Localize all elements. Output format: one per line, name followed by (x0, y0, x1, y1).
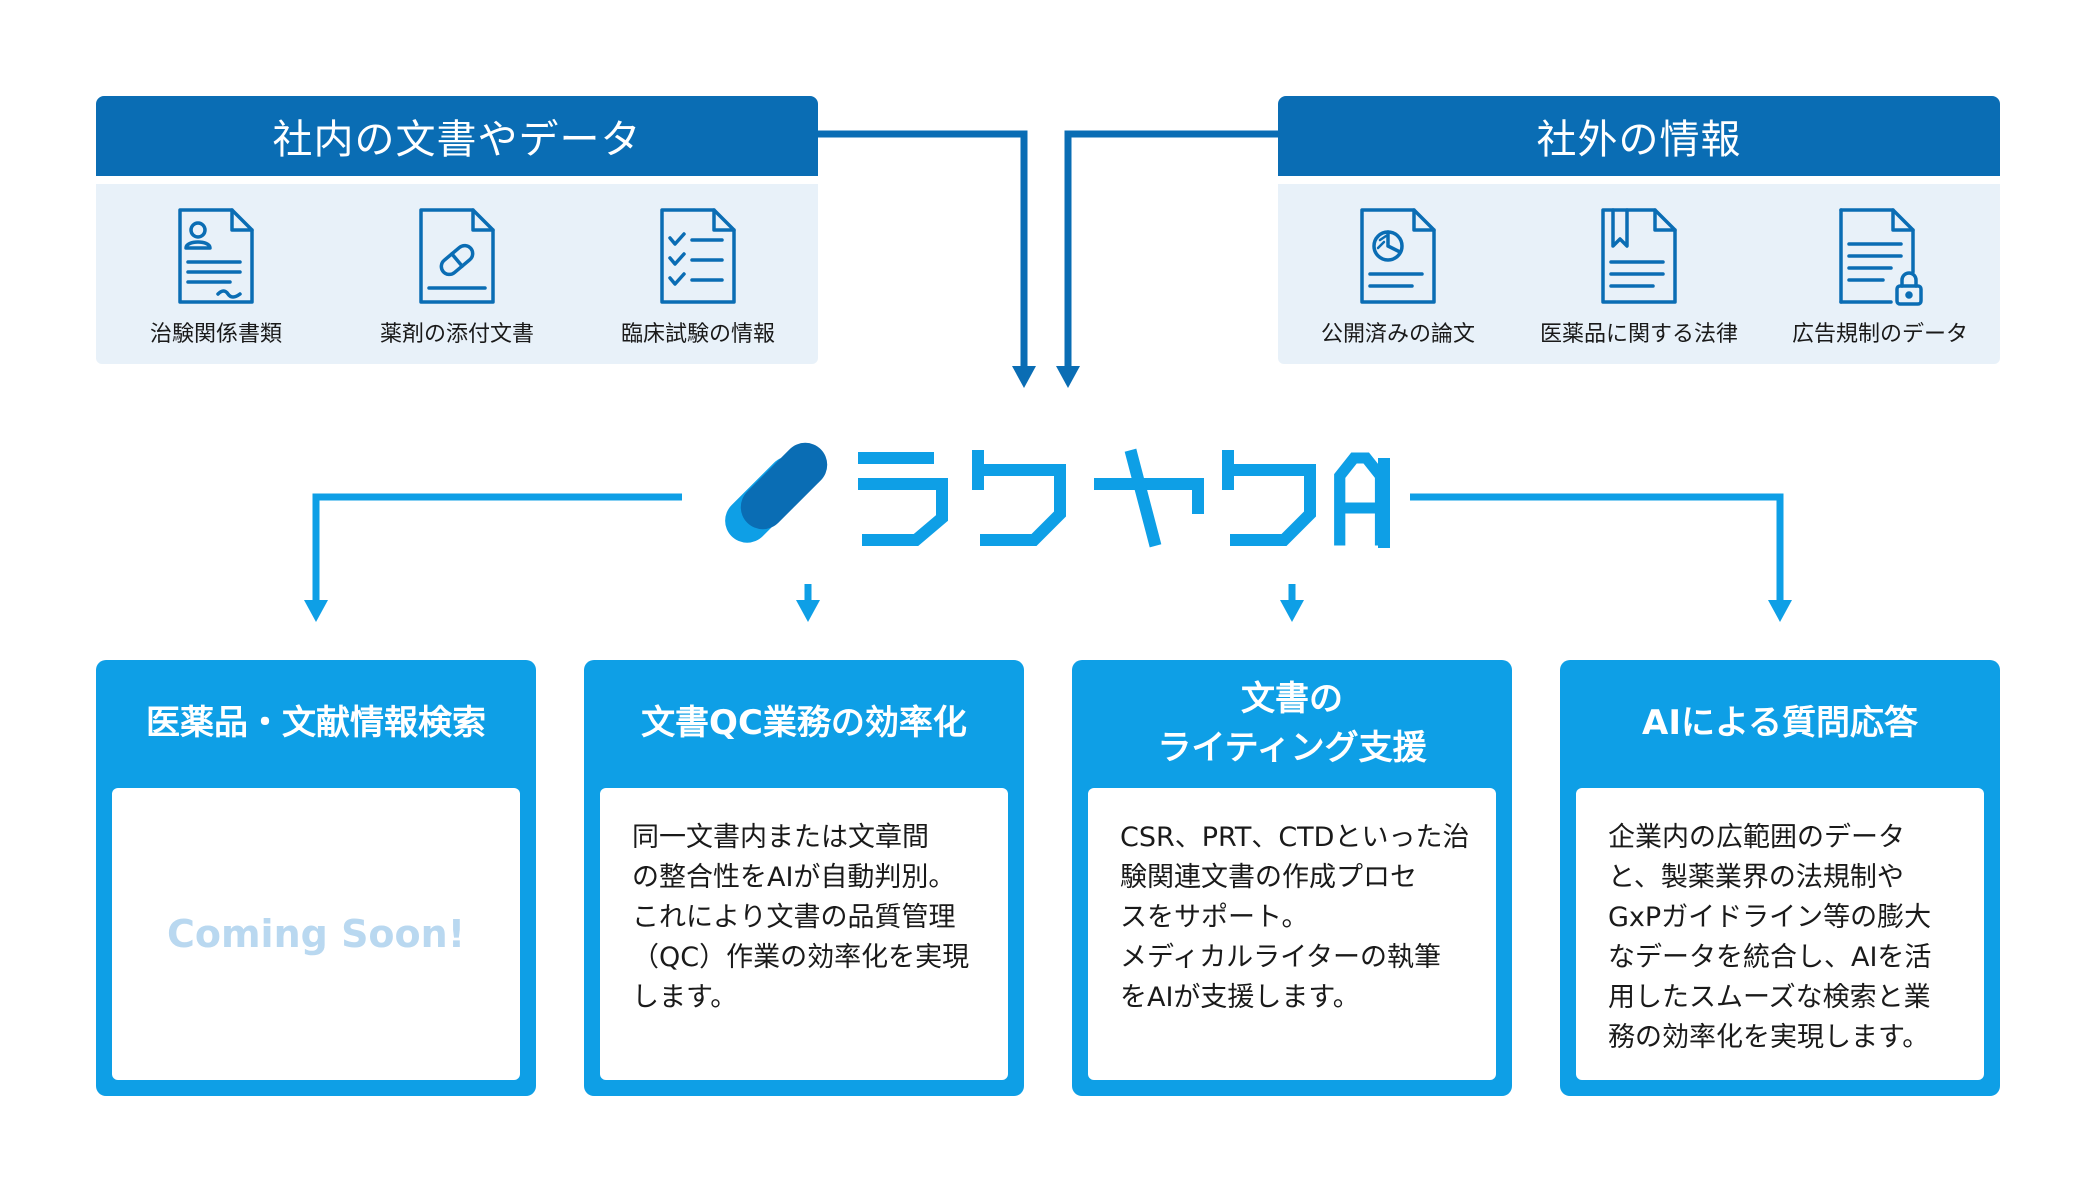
internal-data-panel: 治験関係書類 薬剤の添付文書 臨床試験の情報 (96, 184, 818, 364)
doc-item-package-insert: 薬剤の添付文書 (337, 206, 577, 348)
feature-card-search: 医薬品・文献情報検索 Coming Soon! (96, 660, 536, 1096)
card-title: 医薬品・文献情報検索 (146, 703, 486, 744)
feature-card-writing: 文書の ライティング支援 CSR、PRT、CTDといった治 験関連文書の作成プロ… (1072, 660, 1512, 1096)
locked-document-icon (1839, 208, 1923, 306)
doc-label: 薬剤の添付文書 (379, 322, 534, 347)
rakuyaku-ai-logo (714, 438, 1394, 558)
arrow-external-to-logo (1064, 130, 1278, 370)
arrow-logo-to-search (312, 493, 682, 606)
internal-data-title: 社内の文書やデータ (272, 117, 642, 163)
card-title: 文書QC業務の効率化 (641, 703, 967, 744)
card-description: 同一文書内または文章間 の整合性をAIが自動判別。 これにより文書の品質管理 （… (600, 788, 1008, 1080)
checklist-document-icon (660, 208, 736, 304)
internal-data-header: 社内の文書やデータ (96, 96, 818, 176)
person-document-icon (178, 208, 254, 304)
external-data-title: 社外の情報 (1536, 117, 1742, 163)
card-title: 文書の ライティング支援 (1157, 678, 1427, 768)
chart-document-icon (1360, 208, 1436, 304)
doc-label: 広告規制のデータ (1791, 322, 1968, 347)
doc-label: 臨床試験の情報 (620, 322, 775, 347)
card-description: CSR、PRT、CTDといった治 験関連文書の作成プロセ スをサポート。 メディ… (1088, 788, 1496, 1080)
external-data-header: 社外の情報 (1278, 96, 2000, 176)
doc-label: 公開済みの論文 (1320, 322, 1475, 347)
doc-item-ad-regulation: 広告規制のデータ (1760, 206, 2000, 348)
bookmark-document-icon (1601, 208, 1677, 304)
doc-item-pharma-law: 医薬品に関する法律 (1519, 206, 1759, 348)
logo-wordmark (858, 448, 1384, 548)
arrow-internal-to-logo (818, 130, 1028, 370)
card-description: 企業内の広範囲のデータ と、製薬業界の法規制や GxPガイドライン等の膨大 なデ… (1576, 788, 1984, 1080)
feature-card-qc: 文書QC業務の効率化 同一文書内または文章間 の整合性をAIが自動判別。 これに… (584, 660, 1024, 1096)
pill-document-icon (419, 208, 495, 304)
logo-letter-i (1378, 458, 1390, 548)
doc-label: 医薬品に関する法律 (1539, 322, 1738, 347)
doc-item-clinical-trial: 臨床試験の情報 (578, 206, 818, 348)
coming-soon-text: Coming Soon! (112, 788, 520, 1080)
arrow-logo-to-qa (1410, 493, 1784, 606)
doc-item-papers: 公開済みの論文 (1278, 206, 1518, 348)
external-data-panel: 公開済みの論文 医薬品に関する法律 広告規制のデータ (1278, 184, 2000, 364)
card-title: AIによる質問応答 (1642, 703, 1918, 744)
doc-item-trial-documents: 治験関係書類 (96, 206, 336, 348)
capsule-logo-icon (725, 442, 828, 543)
doc-label: 治験関係書類 (149, 322, 282, 347)
feature-card-qa: AIによる質問応答 企業内の広範囲のデータ と、製薬業界の法規制や GxPガイド… (1560, 660, 2000, 1096)
